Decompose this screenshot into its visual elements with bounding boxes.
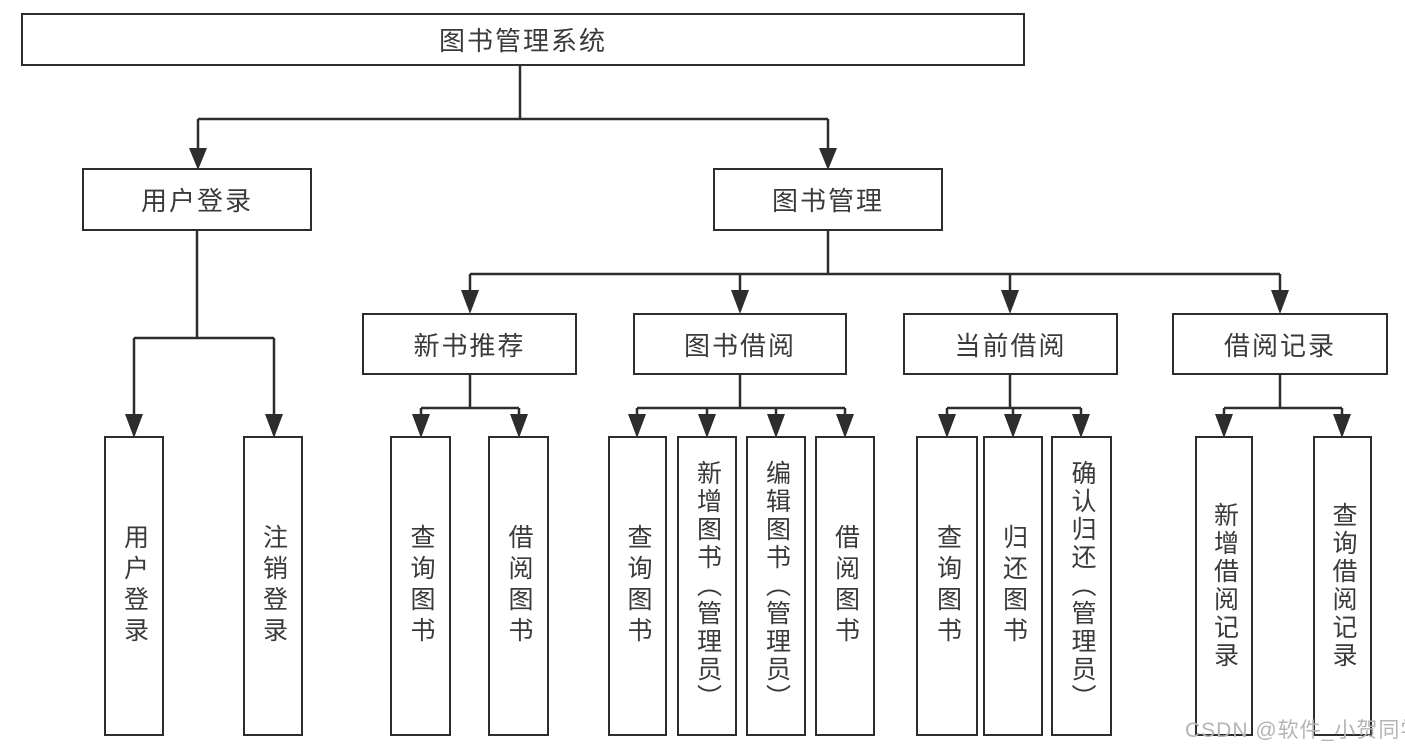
node-label: 借阅图书 (505, 524, 533, 648)
arrow-down-icon (1001, 290, 1019, 314)
node-label: 注销登录 (259, 524, 288, 648)
arrow-down-icon (628, 414, 646, 438)
arrow-down-icon (731, 290, 749, 314)
leaf-logout: 注销登录 (243, 436, 303, 736)
arrow-down-icon (836, 414, 854, 438)
connector-borrow-records-to-leaves (1215, 375, 1351, 438)
connector-book-mgmt-to-level3 (461, 231, 1289, 314)
arrow-down-icon (265, 414, 283, 438)
leaf-query-books: 查询图书 (916, 436, 978, 736)
arrow-down-icon (1072, 414, 1090, 438)
arrow-down-icon (1271, 290, 1289, 314)
node-label: 编辑图书（管理员） (762, 460, 791, 712)
arrow-down-icon (412, 414, 430, 438)
node-label: 查询图书 (407, 524, 435, 648)
csdn-watermark: CSDN @软件_小贺同学 (1185, 719, 1405, 742)
arrow-down-icon (767, 414, 785, 438)
node-label: 查询图书 (624, 524, 652, 648)
leaf-return-books: 归还图书 (983, 436, 1043, 736)
leaf-add-books-admin: 新增图书（管理员） (677, 436, 737, 736)
node-label: 查询图书 (933, 524, 962, 648)
node-label: 借阅图书 (831, 524, 860, 648)
node-label: 确认归还（管理员） (1068, 460, 1096, 712)
node-label: 查询借阅记录 (1329, 502, 1357, 670)
node-label: 图书管理 (771, 186, 884, 216)
connector-root-to-level2 (189, 66, 837, 170)
connector-new-books-to-leaves (412, 375, 528, 438)
node-label: 图书管理系统 (438, 26, 607, 56)
arrow-down-icon (189, 148, 207, 170)
node-label: 新增图书（管理员） (693, 460, 722, 712)
arrow-down-icon (1333, 414, 1351, 438)
node-new-book-recommend: 新书推荐 (362, 313, 577, 375)
node-book-borrow: 图书借阅 (633, 313, 847, 375)
leaf-borrow-books: 借阅图书 (815, 436, 875, 736)
connector-user-login-to-leaves (125, 231, 283, 438)
arrow-down-icon (1004, 414, 1022, 438)
leaf-query-books: 查询图书 (390, 436, 451, 736)
node-label: 当前借阅 (954, 330, 1067, 361)
leaf-query-borrow-record: 查询借阅记录 (1313, 436, 1372, 736)
leaf-user-login: 用户登录 (104, 436, 164, 736)
arrow-down-icon (510, 414, 528, 438)
arrow-down-icon (819, 148, 837, 170)
connector-book-borrow-to-leaves (628, 375, 854, 438)
node-user-login: 用户登录 (82, 168, 312, 231)
node-label: 借阅记录 (1223, 330, 1336, 361)
leaf-edit-books-admin: 编辑图书（管理员） (746, 436, 806, 736)
arrow-down-icon (461, 290, 479, 314)
node-label: 新书推荐 (413, 330, 526, 361)
node-library-management-system: 图书管理系统 (21, 13, 1025, 66)
node-label: 用户登录 (140, 186, 253, 216)
node-label: 归还图书 (999, 524, 1028, 648)
arrow-down-icon (125, 414, 143, 438)
node-book-management: 图书管理 (713, 168, 943, 231)
node-borrow-records: 借阅记录 (1172, 313, 1388, 375)
leaf-borrow-books: 借阅图书 (488, 436, 549, 736)
connector-current-borrow-to-leaves (938, 375, 1090, 438)
node-label: 用户登录 (120, 524, 149, 648)
leaf-query-books: 查询图书 (608, 436, 667, 736)
arrow-down-icon (1215, 414, 1233, 438)
arrow-down-icon (698, 414, 716, 438)
node-label: 图书借阅 (683, 330, 796, 361)
leaf-confirm-return-admin: 确认归还（管理员） (1051, 436, 1112, 736)
node-current-borrow: 当前借阅 (903, 313, 1118, 375)
leaf-add-borrow-record: 新增借阅记录 (1195, 436, 1253, 736)
node-label: 新增借阅记录 (1210, 502, 1239, 670)
arrow-down-icon (938, 414, 956, 438)
